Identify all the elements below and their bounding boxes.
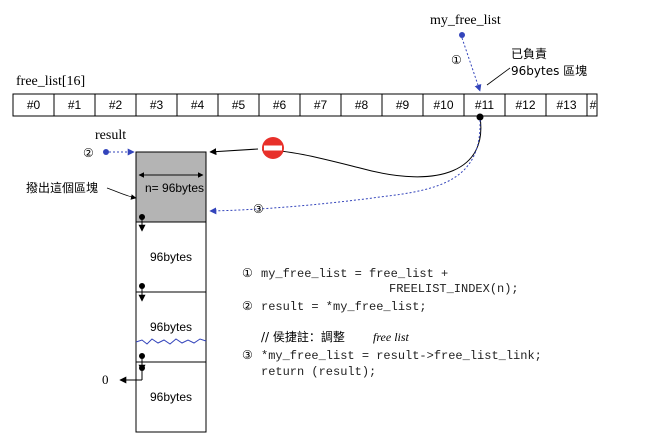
code-line-3: *my_free_list = result->free_list_link; [261,349,542,363]
extract-leader-arrow [106,187,137,200]
new-link-curve [209,119,481,215]
array-cell-label-14: # [590,98,597,112]
code-comment-italic: free list [373,330,410,344]
array-cell-14 [586,93,598,117]
no-entry-icon [262,137,284,159]
array-cell-label-12: #12 [515,98,535,112]
result-label: result [95,128,126,143]
note-leader-line [486,67,511,86]
step-2-marker: ② [83,146,94,160]
array-cell-label-0: #0 [27,98,41,112]
my-free-list-label: my_free_list [430,13,501,28]
my-free-list-dot [459,32,465,38]
step-3-marker: ③ [253,202,264,216]
my-free-list-pointer-arrow [461,37,482,92]
code-step-1-marker: ① [242,266,253,280]
array-cell-label-5: #5 [232,98,246,112]
array-cell-label-8: #8 [355,98,369,112]
array-cell-label-3: #3 [150,98,164,112]
result-dot [103,149,109,155]
old-link-arrow [209,148,259,156]
free-list-label: free_list[16] [16,74,85,89]
code-line-1: my_free_list = free_list + [261,267,448,281]
code-step-2-marker: ② [242,299,253,313]
code-comment-prefix: // 侯捷註：調整 [261,329,345,344]
code-listing: ① my_free_list = free_list + FREELIST_IN… [242,266,542,379]
code-step-3-marker: ③ [242,348,253,362]
array-cell-label-9: #9 [396,98,410,112]
old-link-curve [261,116,482,178]
array-cell-label-11: #11 [475,98,494,112]
array-cell-label-1: #1 [68,98,82,112]
array-cell-label-7: #7 [314,98,328,112]
code-line-1b: FREELIST_INDEX(n); [389,282,519,296]
extract-block-label: 撥出這個區塊 [26,180,98,195]
note-line-1: 已負責 [511,47,547,61]
note-line-2: 96bytes 區塊 [511,63,587,78]
code-line-2: result = *my_free_list; [261,300,427,314]
array-cell-label-6: #6 [273,98,287,112]
free-block-3 [135,291,207,363]
null-zero-label: 0 [102,372,109,387]
array-cell-label-4: #4 [191,98,205,112]
free-list-array: #0 #1 #2 #3 #4 #5 #6 #7 #8 #9 #10 #11 #12 #13 # [12,93,598,117]
torn-edge-line [135,338,207,345]
code-line-4: return (result); [261,365,376,379]
free-block-2 [135,221,207,293]
block-4-size: 96bytes [150,390,192,404]
first-block-size: n= 96bytes [145,181,204,195]
free-block-4 [135,361,207,433]
step-1-marker: ① [451,53,462,67]
block-3-size: 96bytes [150,320,192,334]
array-cell-label-10: #10 [433,98,453,112]
array-cell-label-13: #13 [556,98,576,112]
block-2-size: 96bytes [150,250,192,264]
allocated-block [135,151,207,223]
array-cell-label-2: #2 [109,98,123,112]
